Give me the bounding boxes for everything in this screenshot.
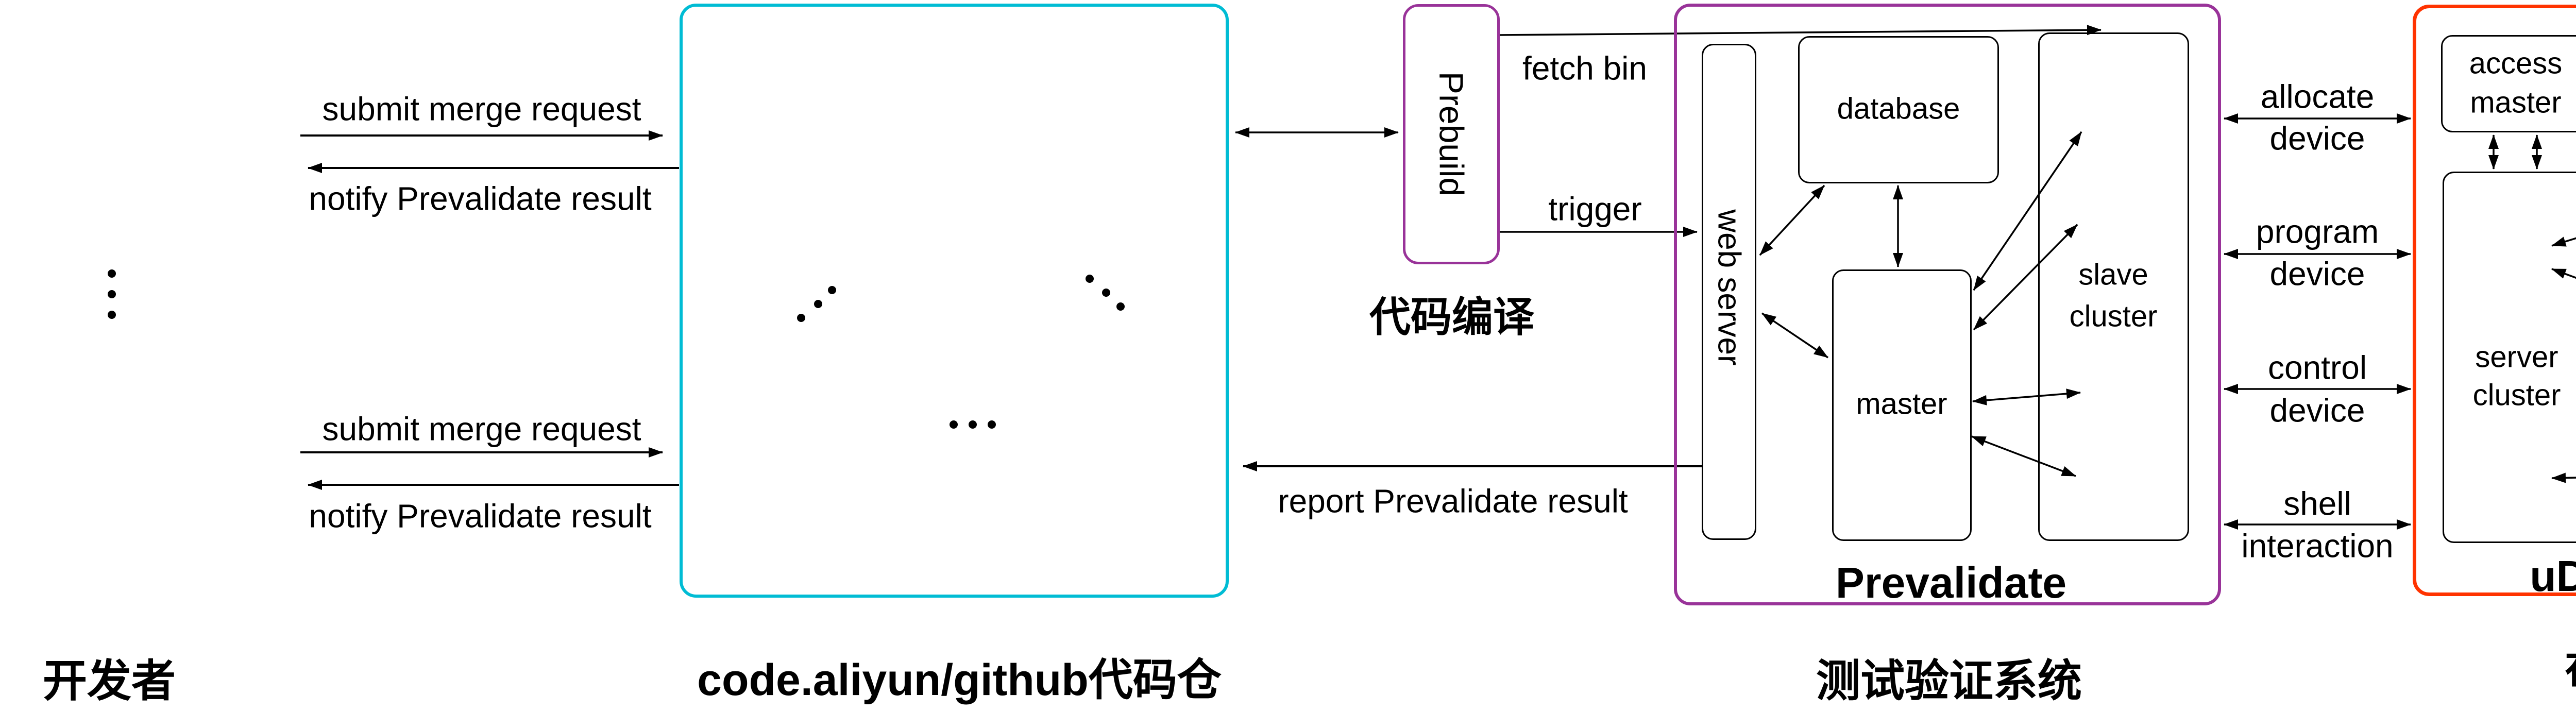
server-cluster-label-line2: cluster <box>2472 378 2561 412</box>
database-label: database <box>1837 92 1960 126</box>
allocate-device-label-line1: allocate <box>2260 78 2375 115</box>
developers-section-label: 开发者 <box>43 656 176 706</box>
master-slave-arrow <box>1973 224 2078 331</box>
repo-box <box>680 4 1229 598</box>
shell-interaction-label-line1: shell <box>2283 485 2351 522</box>
control-device-label-line2: device <box>2269 392 2365 429</box>
prevalidate-box <box>1674 4 2221 605</box>
udevice-section-label: 在线设备平台 <box>2565 647 2576 690</box>
access-master-label-line2: master <box>2470 86 2562 120</box>
ellipsis-dots <box>108 269 1125 429</box>
server-clientserver-arrow <box>2551 268 2576 321</box>
shell-interaction-label-line2: interaction <box>2241 527 2394 565</box>
control-device-label-line1: control <box>2267 349 2367 386</box>
server-pi-arrow <box>2551 470 2576 483</box>
master-box <box>1832 269 1972 541</box>
master-label: master <box>1856 387 1947 421</box>
webserver-database-arrow <box>1759 184 1825 256</box>
prebuild-box <box>1403 4 1500 264</box>
notify-result-label: notify Prevalidate result <box>309 180 652 217</box>
udevice-title: uDevice Center <box>2530 551 2576 600</box>
slave-cluster-label-line2: cluster <box>2069 299 2158 333</box>
fetch-bin-arrow <box>1499 25 2102 36</box>
slave-cluster-label-line1: slave <box>2078 258 2148 292</box>
master-slave-arrow <box>1972 388 2081 405</box>
prebuild-label: Prebuild <box>1432 71 1471 197</box>
allocate-device-label-line2: device <box>2269 120 2365 157</box>
repo-section-label: code.aliyun/github代码仓 <box>697 655 1222 705</box>
submit-merge-label: submit merge request <box>322 410 641 448</box>
server-cluster-box <box>2443 172 2576 543</box>
web-server-label: web server <box>1711 209 1747 366</box>
access-master-label-line1: access <box>2469 46 2563 80</box>
prevalidate-title: Prevalidate <box>1835 558 2067 607</box>
udevice-box <box>2413 5 2576 596</box>
server-pi-arrow <box>2551 203 2576 247</box>
web-server-box <box>1702 44 1756 540</box>
program-device-label-line2: device <box>2269 255 2365 293</box>
prevalidate-section-label: 测试验证系统 <box>1816 656 2082 706</box>
prebuild-section-label: 代码编译 <box>1369 294 1534 340</box>
program-device-label-line1: program <box>2256 213 2379 250</box>
trigger-label: trigger <box>1548 190 1642 228</box>
access-master-box <box>2441 35 2576 132</box>
master-slave-arrow <box>1971 435 2076 477</box>
notify-result-label: notify Prevalidate result <box>309 497 652 535</box>
report-result-label: report Prevalidate result <box>1278 482 1628 520</box>
fetch-bin-label: fetch bin <box>1522 49 1647 87</box>
slave-cluster-box <box>2038 32 2189 541</box>
database-box <box>1798 36 1999 183</box>
submit-merge-label: submit merge request <box>322 90 641 128</box>
server-cluster-label-line1: server <box>2475 340 2558 374</box>
webserver-master-arrow <box>1761 312 1828 359</box>
